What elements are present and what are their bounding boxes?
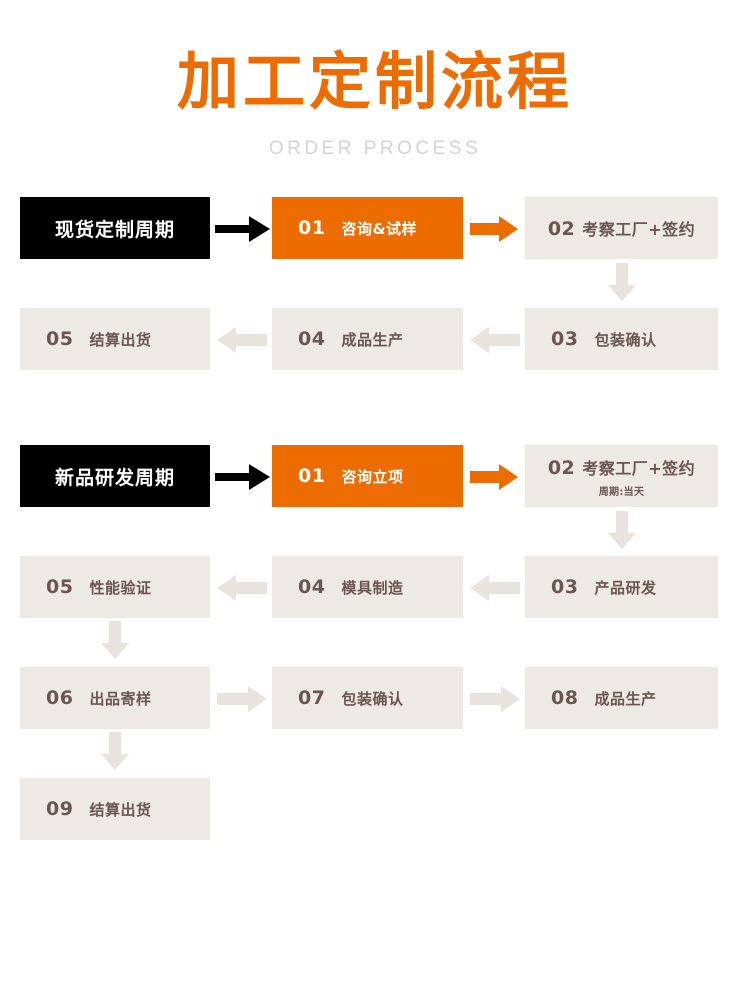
step-number: 01 (298, 465, 326, 488)
page-subtitle: ORDER PROCESS (268, 138, 482, 160)
step-box-s2-06[interactable]: 06 出品寄样 (20, 667, 210, 730)
step-label: 成品生产 (341, 330, 404, 349)
step-box-s1-05[interactable]: 05 结算出货 (20, 308, 210, 371)
section-banner-spot-cycle: 现货定制周期 (20, 197, 210, 260)
arrow-down-grey-icon (608, 511, 636, 550)
step-number: 02 (547, 456, 576, 479)
process-flow-canvas: 现货定制周期 01 咨询&试样 02 考察工厂+签约 03 包装确认 (0, 178, 750, 878)
step-box-s1-03[interactable]: 03 包装确认 (525, 308, 718, 371)
step-label: 性能验证 (89, 578, 152, 597)
arrow-left-grey-icon (470, 327, 520, 354)
step-box-s2-08[interactable]: 08 成品生产 (525, 667, 718, 730)
step-box-s1-02[interactable]: 02 考察工厂+签约 (525, 197, 718, 260)
step-number: 05 (46, 576, 74, 599)
step-box-s2-07[interactable]: 07 包装确认 (272, 667, 463, 730)
step-label: 模具制造 (341, 578, 404, 597)
arrow-down-grey-icon (101, 732, 129, 771)
step-label: 产品研发 (594, 578, 657, 597)
arrow-right-grey-icon (217, 686, 267, 713)
step-label: 考察工厂+签约 (582, 458, 696, 478)
arrow-left-grey-icon (217, 575, 267, 602)
arrow-right-orange-icon (470, 216, 518, 243)
step-number: 07 (298, 687, 326, 710)
step-number: 04 (298, 328, 326, 351)
step-box-s2-02[interactable]: 02 考察工厂+签约 周期:当天 (525, 445, 718, 508)
step-number: 03 (551, 576, 579, 599)
section-banner-label: 新品研发周期 (54, 466, 175, 489)
arrow-right-black-icon (215, 464, 270, 491)
step-box-s2-04[interactable]: 04 模具制造 (272, 556, 463, 619)
step-label: 咨询立项 (341, 467, 404, 486)
step-box-s2-05[interactable]: 05 性能验证 (20, 556, 210, 619)
step-sublabel: 周期:当天 (598, 486, 645, 498)
step-number: 04 (298, 576, 326, 599)
step-number: 09 (46, 798, 74, 821)
arrow-left-grey-icon (470, 575, 520, 602)
step-label: 包装确认 (341, 689, 404, 708)
step-box-s1-04[interactable]: 04 成品生产 (272, 308, 463, 371)
arrow-right-black-icon (215, 216, 270, 243)
arrow-right-orange-icon (470, 464, 518, 491)
step-label: 成品生产 (594, 689, 657, 708)
step-number: 02 (547, 218, 576, 241)
arrow-right-grey-icon (470, 686, 520, 713)
step-number: 03 (551, 328, 579, 351)
arrow-down-grey-icon (101, 621, 129, 660)
step-box-s2-03[interactable]: 03 产品研发 (525, 556, 718, 619)
step-label: 结算出货 (89, 800, 152, 819)
step-box-s2-09[interactable]: 09 结算出货 (20, 778, 210, 841)
step-number: 01 (298, 217, 326, 240)
section-banner-label: 现货定制周期 (54, 218, 175, 241)
page-title: 加工定制流程 (176, 45, 573, 118)
step-label: 包装确认 (594, 330, 657, 349)
step-box-s2-01[interactable]: 01 咨询立项 (272, 445, 463, 508)
arrow-left-grey-icon (217, 327, 267, 354)
step-box-s1-01[interactable]: 01 咨询&试样 (272, 197, 463, 260)
step-label: 出品寄样 (89, 689, 152, 708)
page-header: 加工定制流程 ORDER PROCESS (0, 0, 750, 160)
step-label: 考察工厂+签约 (582, 220, 696, 240)
arrow-down-grey-icon (608, 263, 636, 302)
step-label: 咨询&试样 (341, 219, 418, 238)
step-number: 05 (46, 328, 74, 351)
step-number: 06 (46, 687, 74, 710)
section-banner-new-product-cycle: 新品研发周期 (20, 445, 210, 508)
step-label: 结算出货 (89, 330, 152, 349)
step-number: 08 (551, 687, 579, 710)
